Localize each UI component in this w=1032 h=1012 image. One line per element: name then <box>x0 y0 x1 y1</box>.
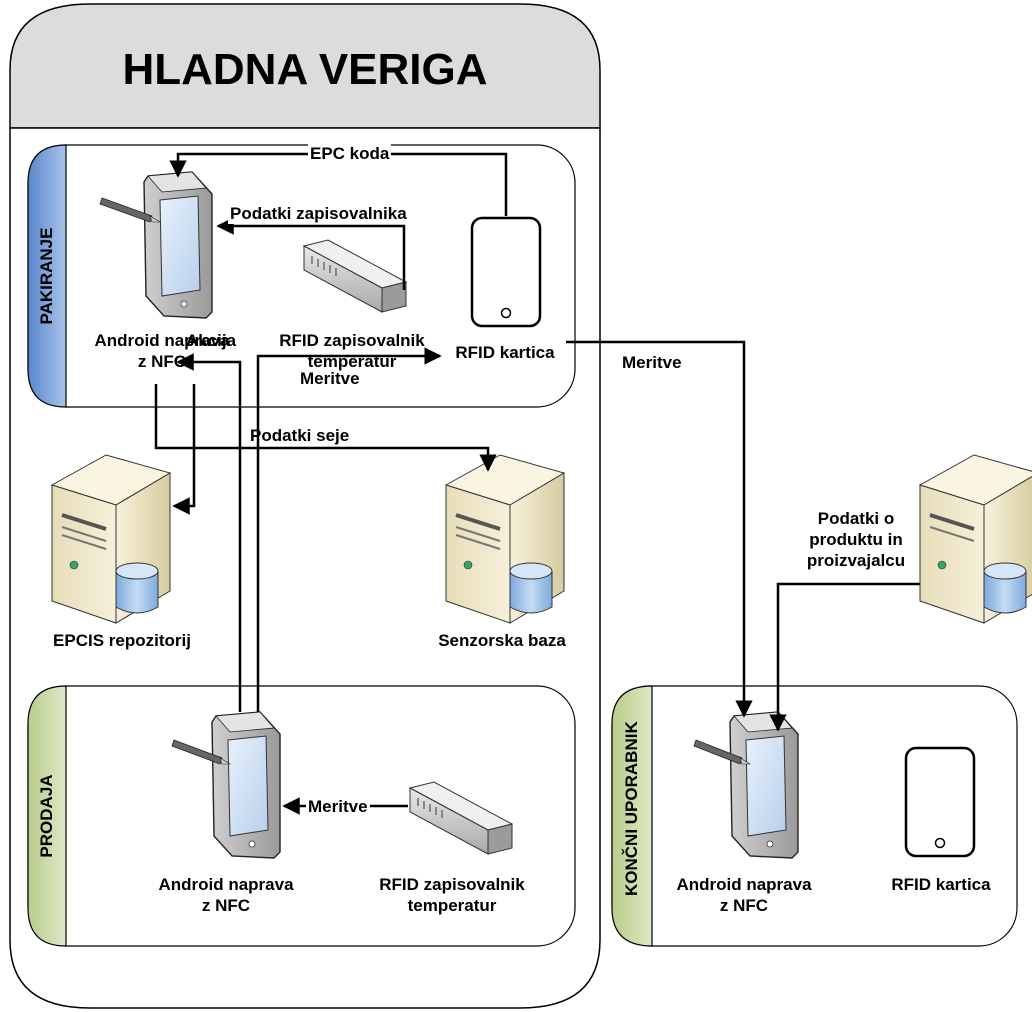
flow-tablet-to-epcis <box>172 384 196 515</box>
flow-label-measurements-sensor: Meritve <box>300 369 360 388</box>
flow-measurements-sensor <box>256 347 442 712</box>
label-end-user-card: RFID kartica <box>891 875 991 894</box>
section-label-packaging: PAKIRANJE <box>37 227 56 325</box>
label-end-user-device-line2: z NFC <box>719 896 769 915</box>
label-sales-logger-line1: RFID zapisovalnik <box>379 875 525 894</box>
packaging-tab <box>27 144 67 408</box>
rfid-logger-icon-sales <box>408 781 514 855</box>
label-packaging-device-line2: z NFC <box>137 352 187 371</box>
flow-label-product-info: Podatki o produktu in proizvajalcu <box>786 508 926 571</box>
label-sales-device: Android naprava z NFC <box>146 874 306 916</box>
label-server-epcis: EPCIS repozitorij <box>53 631 191 650</box>
flow-label-session-data: Podatki seje <box>250 426 350 445</box>
rfid-card-icon-packaging <box>470 216 542 328</box>
label-packaging-card: RFID kartica <box>455 343 555 362</box>
label-sales-logger: RFID zapisovalnik temperatur <box>362 874 542 916</box>
label-packaging-logger-line2: temperatur <box>307 352 397 371</box>
label-end-user-device: Android naprava z NFC <box>664 874 824 916</box>
rfid-card-icon-end-user <box>904 746 976 858</box>
rfid-logger-icon-packaging <box>302 239 408 313</box>
flow-session-data <box>154 384 497 472</box>
sales-tab <box>27 685 67 947</box>
flow-label-product-info-line1: Podatki o <box>817 509 895 528</box>
label-sales-device-line2: z NFC <box>201 896 251 915</box>
flow-label-product-info-line2: produktu in <box>809 530 903 549</box>
flow-label-epc-code: EPC koda <box>308 143 392 164</box>
label-packaging-device-line1: Android naprava <box>94 331 230 350</box>
flow-logger-data <box>216 217 406 290</box>
cold-chain-container <box>9 3 601 129</box>
tablet-icon-sales <box>171 711 281 859</box>
flow-label-product-info-line3: proizvajalcu <box>806 551 906 570</box>
label-packaging-device: Android naprava z NFC <box>82 330 242 372</box>
section-label-end-user: KONČNI UPORABNIK <box>622 721 641 896</box>
flow-label-action: Akcija <box>186 331 237 350</box>
end-user-tab <box>611 685 653 947</box>
label-sales-logger-line2: temperatur <box>407 896 497 915</box>
server-icon-epcis <box>50 454 172 624</box>
server-icon-sensor <box>444 454 566 624</box>
flow-label-measurements-sales: Meritve <box>306 796 370 817</box>
label-packaging-logger-line1: RFID zapisovalnik <box>279 331 425 350</box>
tablet-icon-packaging <box>99 171 213 319</box>
label-end-user-device-line1: Android naprava <box>676 875 812 894</box>
server-icon-product <box>918 454 1032 624</box>
flow-product-info <box>769 582 920 732</box>
flow-label-measurements-end-user: Meritve <box>622 353 682 372</box>
flow-measurements-end-user <box>566 340 753 718</box>
section-label-sales: PRODAJA <box>37 774 56 858</box>
label-packaging-logger: RFID zapisovalnik temperatur <box>262 330 442 372</box>
flow-label-logger-data: Podatki zapisovalnika <box>228 203 409 224</box>
label-server-sensor: Senzorska baza <box>438 631 566 650</box>
diagram-title: HLADNA VERIGA <box>122 45 488 94</box>
flow-action <box>176 353 242 712</box>
label-sales-device-line1: Android naprava <box>158 875 294 894</box>
